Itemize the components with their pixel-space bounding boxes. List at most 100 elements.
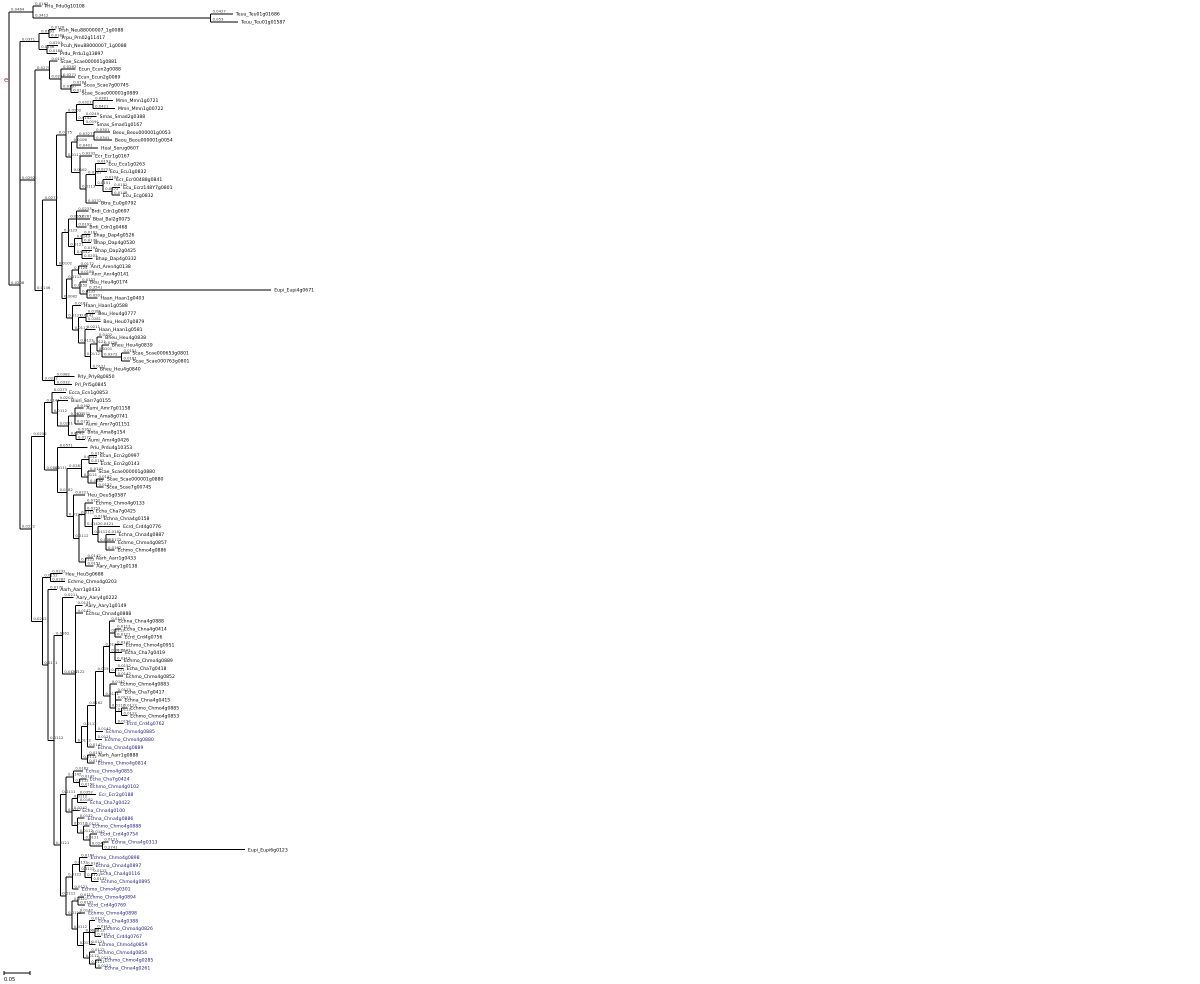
tip-label: Haan_Haan1g0588 — [84, 303, 128, 309]
branch-length-label: 0.0142 — [78, 115, 92, 120]
branch-length-label: 0.0172 — [108, 537, 122, 542]
branch-length-label: 0.0122 — [68, 872, 82, 877]
tip-label: Echna_Chna4g0897 — [96, 863, 142, 869]
tip-label: Haan_Haan1g0581 — [99, 327, 143, 333]
branch-length-label: 0.0112 — [94, 529, 108, 534]
tip-label: Ecun_Ecun2g0088 — [79, 67, 121, 73]
tip-label: Bhap_Dap4g0332 — [96, 256, 137, 262]
branch-length-label: 0.0121 — [117, 632, 131, 637]
tip-label: Echa_Chna4g0414 — [124, 627, 167, 633]
branch-length-label: 0.0112 — [75, 325, 89, 330]
branch-length-label: 0.0112 — [98, 963, 112, 968]
branch-length-label: 0.0142 — [87, 521, 101, 526]
branch-length-label: 0.0182 — [80, 797, 94, 802]
branch-length-label: 0.0381 — [95, 95, 109, 100]
tip-label: Prlu_Pdu0g10108 — [45, 4, 85, 10]
branch-length-label: 0.0283 — [69, 463, 83, 468]
branch-length-label: 0.0112 — [91, 915, 105, 920]
branch-length-label: 0.0112 — [74, 793, 88, 798]
branch-length-label: 0.0122 — [81, 557, 95, 562]
branch-length-label: 0.0121 — [104, 837, 118, 842]
branch-length-label: 0.0112 — [86, 821, 100, 826]
tip-label: Prsh_Neu88000007_1g0088 — [59, 27, 124, 33]
branch-length-label: 0.0131 — [78, 600, 92, 605]
branch-length-label: 0.0421 — [95, 103, 109, 108]
tip-label: Prdu_Prdu1g13897 — [60, 51, 103, 57]
branch-length-label: 0.0082 — [64, 293, 78, 298]
branch-length-label: 0.0112 — [80, 940, 94, 945]
branch-length-label: 0.0111 — [54, 465, 68, 470]
branch-length-label: 0.0401 — [79, 143, 93, 148]
branch-length-label: 0.0142 — [80, 908, 94, 913]
branch-length-label: 0.0191 — [86, 119, 100, 124]
tip-label: Ecr_Ecr2g0188 — [99, 792, 134, 798]
branch-length-label: 0.0146 — [37, 285, 51, 290]
branch-length-label: 0.0272 — [45, 195, 59, 200]
branch-length-label: 0.0192 — [41, 28, 55, 33]
branch-length-label: 0.0142 — [71, 431, 85, 436]
tip-label: Echa_Chna4g0100 — [82, 808, 125, 814]
tip-label: Heal_Sorug0607 — [101, 146, 139, 152]
branch-length-label: 0.0112 — [106, 641, 120, 646]
branch-length-label: 0.0184 — [73, 80, 87, 85]
branch-length-label: 0.0152 — [118, 663, 132, 668]
branch-length-label: 0.0142 — [87, 860, 101, 865]
branch-length-label: 0.0142 — [98, 474, 112, 479]
tip-label: Bhap_Dap4g0530 — [94, 240, 135, 246]
tip-label: Aary_Aary4g0222 — [76, 595, 117, 601]
branch-length-label: 0.0242 — [92, 841, 106, 846]
branch-length-label: 0.0232 — [52, 569, 66, 574]
branch-length-label: 0.0181 — [88, 169, 102, 174]
branch-length-label: 0.0112 — [74, 820, 88, 825]
branch-length-label: 0.0124 — [74, 265, 88, 270]
branch-length-label: 0.0142 — [90, 466, 104, 471]
tip-label: Ecrd_Crd4g0756 — [124, 634, 162, 640]
tip-label: Haan_Haan1g0403 — [101, 295, 145, 301]
branch-length-label: 0.0372 — [104, 352, 118, 357]
branch-length-label: 0.0221 — [75, 490, 89, 495]
branch-length-label: 0.0112 — [91, 947, 105, 952]
tip-label: Scae_Scae000001g0880 — [98, 469, 155, 475]
branch-length-label: 0.0112 — [111, 647, 125, 652]
tip-label: Echmo_Chmo4g0102 — [90, 784, 139, 790]
branch-length-label: 0.0112 — [117, 655, 131, 660]
tip-label: Scea_Scae7g0074S — [84, 82, 129, 88]
branch-length-label: 0.0135 — [82, 289, 96, 294]
tip-label: Echmo_Chmo4g0857 — [118, 540, 167, 546]
tip-label: Anrr_Anr4g0141 — [91, 272, 129, 278]
branch-length-label: 0.0153 — [87, 505, 101, 510]
branch-length-label: 0.0112 — [75, 777, 89, 782]
branch-length-label: 0.0161 — [78, 427, 92, 432]
branch-length-label: 0.0111 — [62, 789, 76, 794]
branch-length-label: 0.0162 — [56, 630, 70, 635]
branch-length-label: 0.0282 — [52, 576, 66, 581]
branch-length-label: 0.0152 — [81, 781, 95, 786]
branch-length-label: 0.0152 — [44, 572, 58, 577]
tip-label: Prly_Prly8g0850 — [78, 374, 115, 380]
branch-length-label: 0.0282 — [63, 64, 77, 69]
branch-length-label: 0.0162 — [77, 403, 91, 408]
branch-length-label: 0.0162 — [108, 545, 122, 550]
tip-label: Echna_Chna4g0888 — [118, 619, 164, 625]
branch-length-label: 0.0132 — [74, 859, 88, 864]
branch-length-label: 0.0352 — [80, 789, 94, 794]
branch-length-label: 0.0201 — [89, 293, 103, 298]
branch-length-label: 0.0212 — [33, 616, 47, 621]
tip-label: Aumi_Amr7g01158 — [86, 406, 130, 412]
branch-length-label: 0.0113 — [82, 184, 96, 189]
branch-length-label: 0.0571 — [60, 442, 74, 447]
branch-length-label: 0.0113 — [68, 274, 82, 279]
tip-label: Echsu_Chna4g0888 — [86, 611, 131, 617]
branch-length-label: 0.0191 — [105, 174, 119, 179]
branch-length-label: 0.0151 — [97, 180, 111, 185]
tip-label: Bbal_Bal2g0075 — [93, 217, 130, 223]
tip-label: Echmo_Chmo4g0203 — [68, 579, 117, 585]
tip-label: Beu_Heu07g0879 — [103, 319, 144, 325]
tip-label: Echmo_Chmo4g0885 — [130, 705, 179, 711]
branch-length-label: 0.0156 — [41, 44, 55, 49]
tip-label: Scae_Scae000001g0889 — [82, 90, 139, 96]
branch-length-label: 0.0132 — [80, 813, 94, 818]
tip-label: Ecrd_Crd4g0754 — [100, 832, 138, 838]
branch-length-label: 0.0142 — [118, 671, 132, 676]
